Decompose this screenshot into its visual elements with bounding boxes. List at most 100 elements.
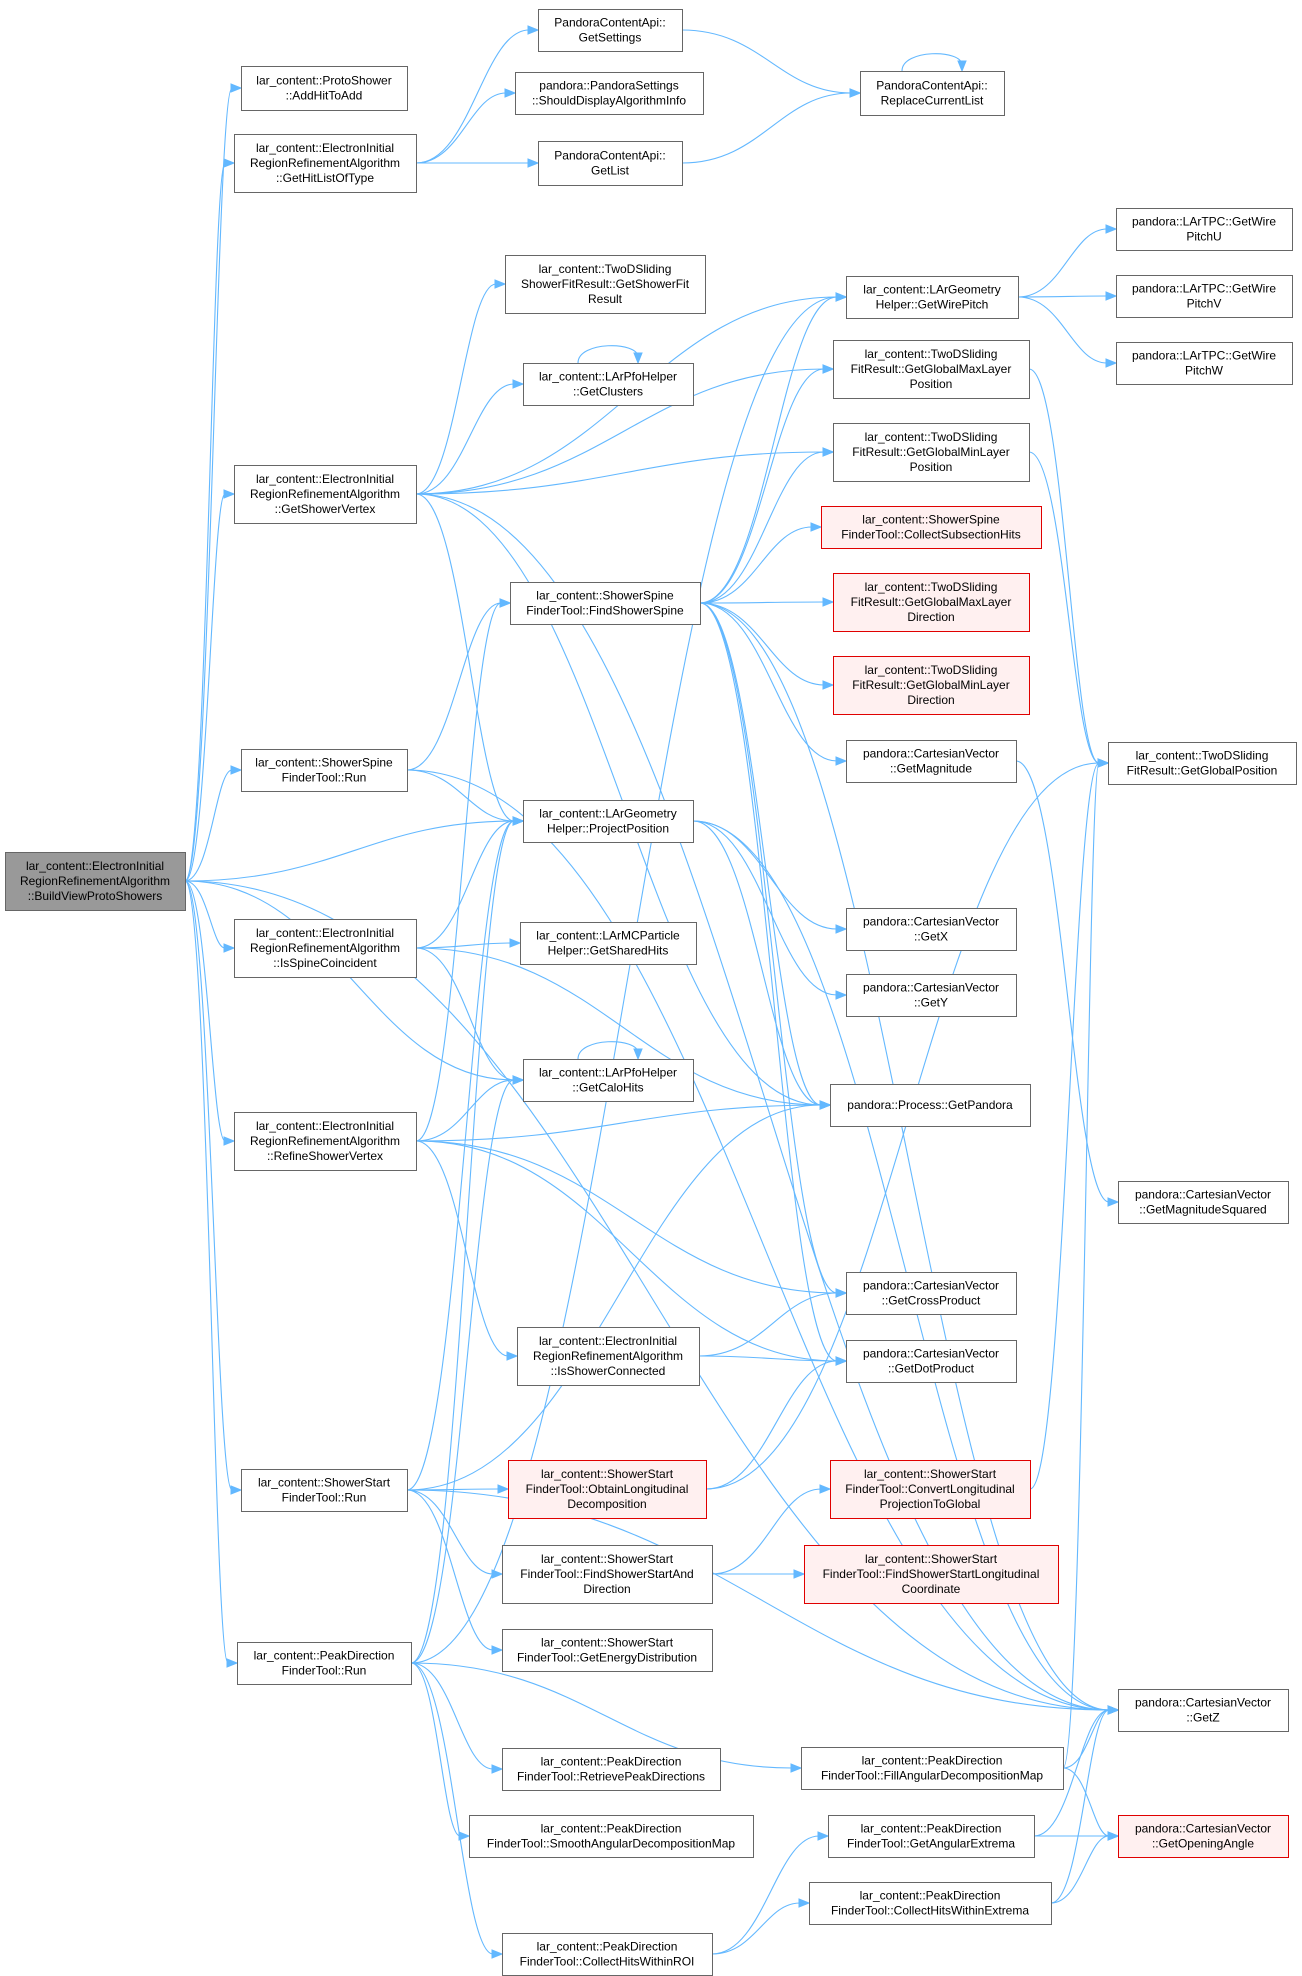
node-label-line: PandoraContentApi:: [554, 149, 665, 163]
edge-line [415, 1104, 822, 1142]
node-label-line: FinderTool::ObtainLongitudinal [526, 1482, 689, 1496]
node-findSpine[interactable]: lar_content::ShowerSpineFinderTool::Find… [510, 582, 701, 625]
node-label-line: lar_content::PeakDirection [537, 1940, 678, 1954]
node-label-line: ::GetClusters [573, 385, 643, 399]
node-box [505, 255, 706, 314]
node-getZ[interactable]: pandora::CartesianVector::GetZ [1118, 1689, 1289, 1732]
node-getX[interactable]: pandora::CartesianVector::GetX [846, 908, 1017, 951]
edge-getHitList-to-getList [416, 158, 540, 168]
node-box [234, 465, 417, 524]
node-root[interactable]: lar_content::ElectronInitialRegionRefine… [5, 852, 186, 911]
node-isConnected[interactable]: lar_content::ElectronInitialRegionRefine… [517, 1327, 700, 1386]
node-box [1118, 1815, 1289, 1858]
node-fillAngular[interactable]: lar_content::PeakDirectionFinderTool::Fi… [801, 1747, 1064, 1790]
node-projectPos[interactable]: lar_content::LArGeometryHelper::ProjectP… [523, 800, 694, 843]
node-collectSub[interactable]: lar_content::ShowerSpineFinderTool::Coll… [821, 506, 1042, 549]
node-obtainLong[interactable]: lar_content::ShowerStartFinderTool::Obta… [508, 1460, 707, 1519]
node-getSharedHits[interactable]: lar_content::LArMCParticleHelper::GetSha… [520, 922, 697, 965]
node-box [523, 1059, 694, 1102]
node-getY[interactable]: pandora::CartesianVector::GetY [846, 974, 1017, 1017]
edge-peakRun-to-collectROI [410, 1662, 504, 1959]
node-getSettings[interactable]: PandoraContentApi::GetSettings [538, 9, 683, 52]
node-minLayerPos[interactable]: lar_content::TwoDSlidingFitResult::GetGl… [833, 423, 1030, 482]
node-getShowerFit[interactable]: lar_content::TwoDSlidingShowerFitResult:… [505, 255, 706, 314]
node-label-line: lar_content::PeakDirection [541, 1822, 682, 1836]
edge-line [705, 1360, 838, 1490]
node-dotProduct[interactable]: pandora::CartesianVector::GetDotProduct [846, 1340, 1017, 1383]
node-label-line: lar_content::PeakDirection [541, 1755, 682, 1769]
node-getAngExtrema[interactable]: lar_content::PeakDirectionFinderTool::Ge… [828, 1815, 1035, 1858]
node-getMagnitude[interactable]: pandora::CartesianVector::GetMagnitude [846, 740, 1017, 783]
node-addHit[interactable]: lar_content::ProtoShower::AddHitToAdd [241, 66, 408, 111]
node-shouldDisplay[interactable]: pandora::PandoraSettings::ShouldDisplayA… [515, 72, 704, 115]
edge-line [699, 368, 825, 604]
node-smoothAngular[interactable]: lar_content::PeakDirectionFinderTool::Sm… [469, 1815, 754, 1858]
node-crossProduct[interactable]: pandora::CartesianVector::GetCrossProduc… [846, 1272, 1017, 1315]
edge-arrowhead [822, 364, 835, 374]
node-box [234, 134, 417, 193]
node-retrievePeak[interactable]: lar_content::PeakDirectionFinderTool::Re… [502, 1748, 721, 1791]
node-peakRun[interactable]: lar_content::PeakDirectionFinderTool::Ru… [237, 1642, 412, 1685]
node-findStartDir[interactable]: lar_content::ShowerStartFinderTool::Find… [502, 1545, 713, 1604]
edge-getWirePitch-to-wireW [1017, 296, 1118, 368]
edge-line [1017, 228, 1108, 298]
edge-line [415, 383, 515, 495]
node-getCaloHits[interactable]: lar_content::LArPfoHelper::GetCaloHits [523, 1059, 694, 1102]
node-box [538, 141, 683, 186]
edge-arrowhead [835, 756, 848, 766]
node-getEnergyDist[interactable]: lar_content::ShowerStartFinderTool::GetE… [502, 1629, 713, 1672]
node-label-line: Position [910, 377, 953, 391]
node-minLayerDir[interactable]: lar_content::TwoDSlidingFitResult::GetGl… [833, 656, 1030, 715]
node-box [830, 1084, 1031, 1127]
node-replaceList[interactable]: PandoraContentApi::ReplaceCurrentList [860, 71, 1005, 116]
edge-peakRun-to-retrievePeak [410, 1662, 504, 1774]
node-label-line: FinderTool::GetEnergyDistribution [517, 1651, 697, 1665]
edge-arrowhead [793, 1569, 806, 1579]
node-refineVertex[interactable]: lar_content::ElectronInitialRegionRefine… [234, 1112, 417, 1171]
edge-line [410, 820, 515, 1664]
node-getPandora[interactable]: pandora::Process::GetPandora [830, 1084, 1031, 1127]
edge-arrowhead [458, 1831, 471, 1841]
node-box [846, 1340, 1017, 1383]
node-getShowerVertex[interactable]: lar_content::ElectronInitialRegionRefine… [234, 465, 417, 524]
edge-line [698, 1355, 838, 1362]
edge-fillAngular-to-openingAngle [1062, 1767, 1120, 1841]
node-magSquared[interactable]: pandora::CartesianVector::GetMagnitudeSq… [1118, 1181, 1289, 1224]
edge-line [698, 1292, 838, 1357]
node-label-line: lar_content::ShowerStart [258, 1476, 391, 1490]
edge-line [699, 602, 838, 1294]
edge-findSpine-to-maxLayerDir [699, 597, 835, 607]
edge-line [406, 769, 515, 822]
edge-findSpine-to-maxLayerPos [699, 364, 835, 604]
node-label-line: PitchW [1185, 364, 1224, 378]
edge-arrowhead [509, 938, 522, 948]
node-box [241, 749, 408, 792]
node-findStartLong[interactable]: lar_content::ShowerStartFinderTool::Find… [804, 1545, 1059, 1604]
node-maxLayerPos[interactable]: lar_content::TwoDSlidingFitResult::GetGl… [833, 340, 1030, 399]
node-collectExtrema[interactable]: lar_content::PeakDirectionFinderTool::Co… [809, 1882, 1052, 1925]
node-label-line: lar_content::LArMCParticle [536, 929, 680, 943]
edge-root-to-spineRun [184, 765, 243, 882]
node-isSpineCoin[interactable]: lar_content::ElectronInitialRegionRefine… [234, 919, 417, 978]
node-getWirePitch[interactable]: lar_content::LArGeometryHelper::GetWireP… [846, 276, 1019, 319]
edge-line [415, 1079, 515, 1142]
edge-findStartDir-to-findStartLong [712, 1569, 806, 1579]
node-maxLayerDir[interactable]: lar_content::TwoDSlidingFitResult::GetGl… [833, 573, 1030, 632]
node-label-line: pandora::CartesianVector [863, 981, 999, 995]
node-getGlobalPos[interactable]: lar_content::TwoDSlidingFitResult::GetGl… [1108, 742, 1297, 785]
edge-line [699, 602, 838, 762]
edge-arrowhead [810, 522, 823, 532]
node-openingAngle[interactable]: pandora::CartesianVector::GetOpeningAngl… [1118, 1815, 1289, 1858]
node-getHitList[interactable]: lar_content::ElectronInitialRegionRefine… [234, 134, 417, 193]
node-collectROI[interactable]: lar_content::PeakDirectionFinderTool::Co… [502, 1933, 713, 1976]
node-getList[interactable]: PandoraContentApi::GetList [538, 141, 683, 186]
edge-arrowhead [1105, 358, 1118, 368]
node-convertLong[interactable]: lar_content::ShowerStartFinderTool::Conv… [830, 1460, 1031, 1519]
node-getClusters[interactable]: lar_content::LArPfoHelper::GetClusters [523, 363, 694, 406]
node-label-line: Helper::GetSharedHits [548, 944, 669, 958]
